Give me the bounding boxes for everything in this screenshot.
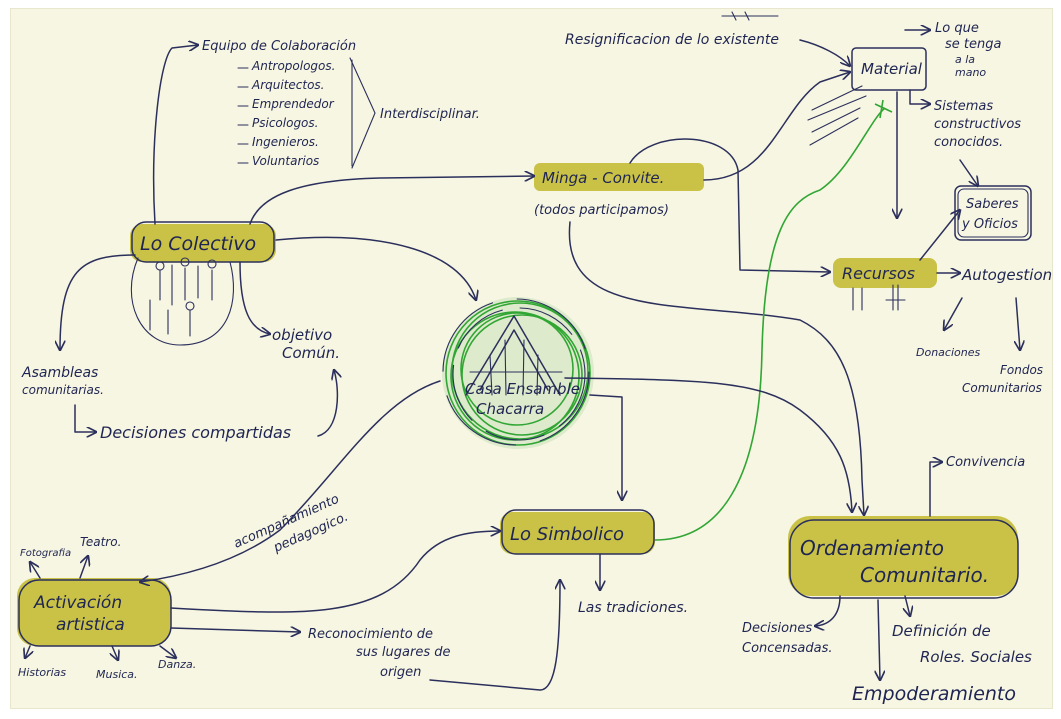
reconocimiento-label-2: sus lugares de (356, 645, 451, 660)
house-sketch-icon (465, 315, 563, 396)
connectors (25, 11, 1020, 691)
colectivo-highlight (130, 224, 276, 262)
danza-label: Danza. (158, 658, 196, 671)
minga-highlight (534, 163, 704, 191)
minga-label: Minga - Convite. (542, 169, 664, 187)
material-label: Material (861, 60, 923, 78)
recursos-label: Recursos (842, 264, 915, 283)
resignificacion-label: Resignificacion de lo existente (565, 32, 779, 48)
a-la-label: a la (955, 53, 975, 66)
activacion-label-1: Activación (33, 593, 122, 613)
ladder-sketch-icon (807, 85, 867, 146)
reconocimiento-label-1: Reconocimiento de (308, 627, 433, 642)
equipo-item-antropologos: Antropologos. (251, 59, 335, 73)
musica-label: Musica. (96, 668, 138, 681)
saberes-label-2: y Oficios (961, 217, 1018, 232)
equipo-item-voluntarios: Voluntarios (252, 154, 319, 168)
historias-label: Historias (18, 666, 66, 679)
sistemas-label-2: constructivos (934, 117, 1021, 132)
equipo-item-ingenieros: Ingenieros. (252, 135, 319, 149)
se-tenga-label: se tenga (945, 37, 1001, 52)
activacion-highlight (17, 578, 171, 646)
asambleas-label-2: comunitarias. (22, 383, 104, 397)
ordenamiento-label-1: Ordenamiento (800, 536, 944, 560)
decisiones-concensadas-label-2: Concensadas. (742, 641, 833, 656)
ordenamiento-label-2: Comunitario. (860, 563, 989, 587)
material-box (851, 47, 927, 91)
colectivo-label: Lo Colectivo (140, 233, 256, 255)
people-sketch-icon (130, 257, 234, 346)
definicion-roles-label-2: Roles. Sociales (920, 648, 1032, 666)
center-circle (442, 297, 594, 449)
simbolico-label: Lo Simbolico (510, 524, 624, 545)
donaciones-label: Donaciones (916, 346, 980, 359)
equipo-title: Equipo de Colaboración (202, 39, 356, 54)
sistemas-label-3: conocidos. (934, 135, 1003, 150)
center-label-2: Chacarra (476, 400, 544, 418)
decisiones-concensadas-label-1: Decisiones (742, 621, 812, 636)
saberes-label-1: Saberes (966, 197, 1019, 212)
minga-sub: (todos participamos) (534, 203, 669, 218)
equipo-item-emprendedor: Emprendedor (252, 97, 335, 111)
equipo-item-psicologos: Psicologos. (252, 116, 318, 130)
fondos-label-2: Comunitarios (962, 381, 1042, 395)
definicion-roles-label-1: Definición de (892, 622, 991, 640)
interdisciplinar-label: Interdisciplinar. (380, 107, 480, 122)
autogestion-label: Autogestion (961, 266, 1052, 284)
convivencia-label: Convivencia (946, 455, 1025, 470)
fondos-label-1: Fondos (1000, 363, 1043, 377)
teatro-label: Teatro. (80, 535, 121, 549)
sistemas-label-1: Sistemas (934, 99, 993, 114)
activacion-label-2: artistica (56, 615, 125, 635)
objetivo-label-1: objetivo (272, 326, 332, 344)
objetivo-label-2: Común. (282, 344, 340, 362)
fotografia-label: Fotografia (20, 548, 71, 559)
saberes-box (954, 185, 1032, 241)
center-label-1: Casa Ensamble (465, 380, 580, 398)
tradiciones-label: Las tradiciones. (578, 600, 688, 616)
ordenamiento-highlight (788, 516, 1018, 596)
recursos-highlight (833, 258, 937, 288)
simbolico-highlight (500, 512, 655, 554)
equipo-item-arquitectos: Arquitectos. (251, 78, 325, 92)
mano-label: mano (955, 66, 986, 79)
lo-que-label: Lo que (935, 21, 979, 36)
decisiones-compartidas-label: Decisiones compartidas (100, 423, 291, 442)
reconocimiento-label-3: origen (380, 665, 421, 680)
empoderamiento-label: Empoderamiento (852, 683, 1016, 705)
asambleas-label-1: Asambleas (21, 365, 98, 381)
